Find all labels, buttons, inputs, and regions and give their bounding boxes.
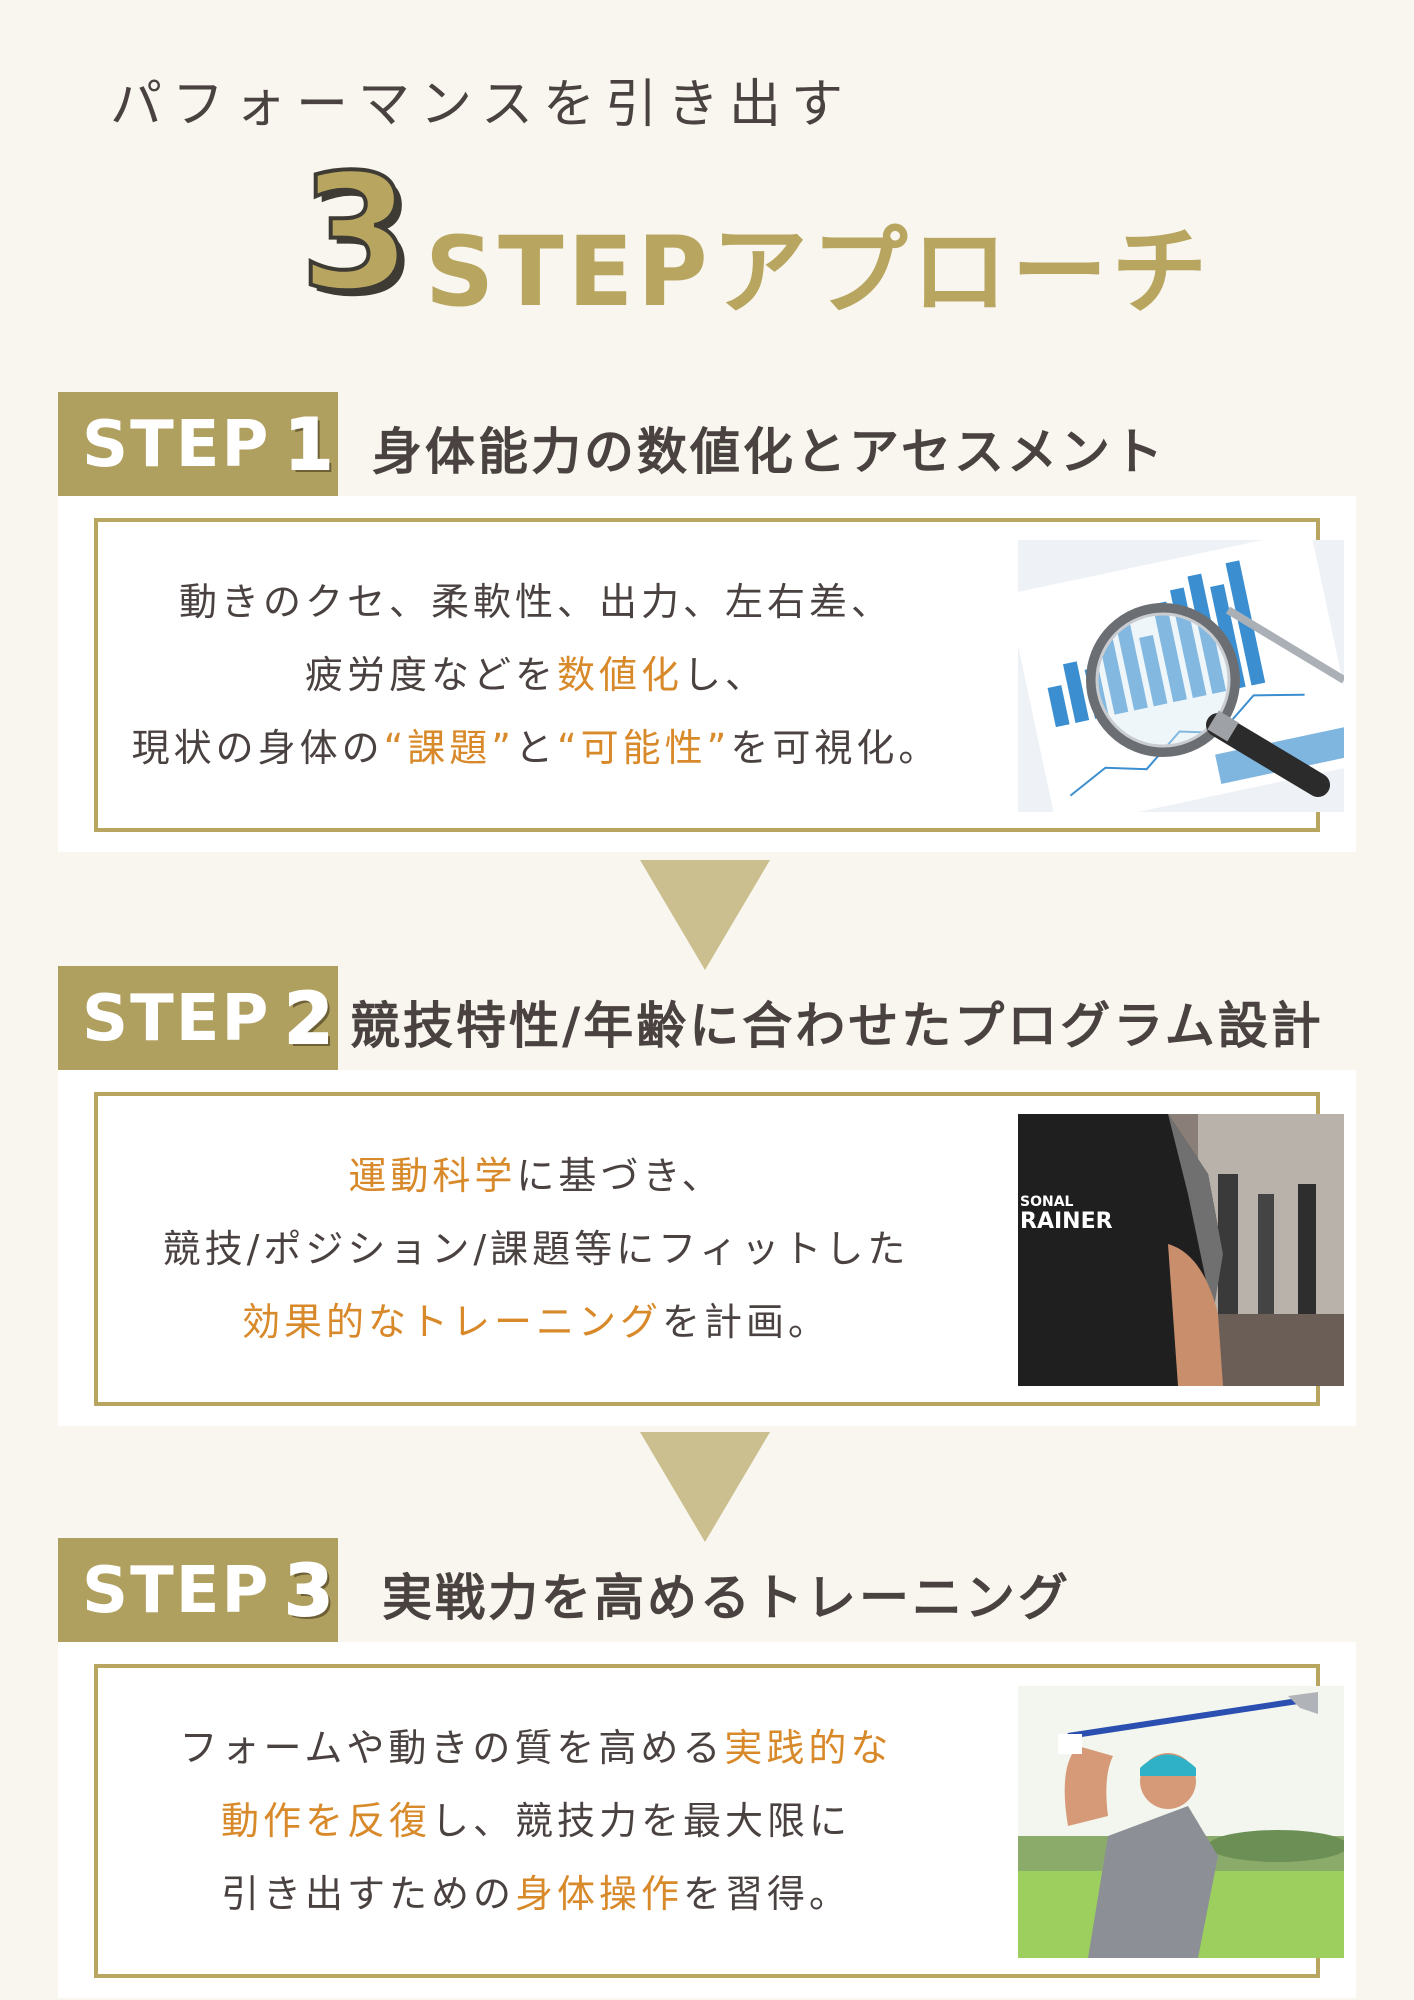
description-line: 競技/ポジション/課題等にフィットした	[163, 1213, 910, 1286]
highlighted-text: “課題”	[383, 725, 515, 770]
step-heading-1: 身体能力の数値化とアセスメント	[372, 423, 1166, 481]
step-badge-1: STEP 1	[58, 392, 338, 498]
description-text: 現状の身体の	[131, 725, 384, 770]
panel-frame: 運動科学に基づき、競技/ポジション/課題等にフィットした効果的なトレーニングを計…	[94, 1092, 1344, 1406]
description-line: 運動科学に基づき、	[348, 1140, 723, 1213]
highlighted-text: “可能性”	[557, 725, 731, 770]
step-panel-3: フォームや動きの質を高める実践的な動作を反復し、競技力を最大限に引き出すための身…	[58, 1642, 1356, 1998]
description-text: と	[514, 725, 557, 770]
description-text: し、競技力を最大限に	[431, 1798, 852, 1843]
title-text: STEPアプローチ	[425, 216, 1212, 328]
shirt-text-line-2: RAINER	[1020, 1209, 1113, 1234]
down-arrow-icon	[640, 860, 770, 970]
step-badge-label: STEP	[82, 1554, 271, 1628]
panel-frame: 動きのクセ、柔軟性、出力、左右差、疲労度などを数値化し、現状の身体の“課題”と“…	[94, 518, 1344, 832]
highlighted-text: 数値化	[556, 652, 683, 697]
highlighted-text: 効果的なトレーニング	[241, 1299, 662, 1344]
description-line: 動作を反復し、競技力を最大限に	[221, 1785, 851, 1858]
description-text: を可視化。	[730, 725, 941, 770]
description-text: を習得。	[683, 1871, 852, 1916]
step-badge-number: 1	[283, 403, 336, 487]
description-text: 競技/ポジション/課題等にフィットした	[162, 1226, 910, 1271]
description-text: 疲労度などを	[304, 652, 557, 697]
page-subtitle: パフォーマンスを引き出す	[110, 75, 853, 135]
down-arrow-icon	[640, 1432, 770, 1542]
step-badge-2: STEP 2	[58, 966, 338, 1072]
step-badge-label: STEP	[82, 982, 271, 1056]
step-panel-1: 動きのクセ、柔軟性、出力、左右差、疲労度などを数値化し、現状の身体の“課題”と“…	[58, 496, 1356, 852]
step-heading-3: 実戦力を高めるトレーニング	[382, 1569, 1071, 1627]
step-description-3: フォームや動きの質を高める実践的な動作を反復し、競技力を最大限に引き出すための身…	[116, 1668, 956, 1974]
description-line: 引き出すための身体操作を習得。	[221, 1858, 851, 1931]
photo-personal-trainer: SONAL RAINER	[1018, 1114, 1344, 1386]
highlighted-text: 身体操作	[514, 1871, 683, 1916]
step-description-1: 動きのクセ、柔軟性、出力、左右差、疲労度などを数値化し、現状の身体の“課題”と“…	[116, 522, 956, 828]
description-text: フォームや動きの質を高める	[179, 1725, 725, 1770]
step-badge-label: STEP	[82, 408, 271, 482]
description-text: 動きのクセ、柔軟性、出力、左右差、	[178, 579, 893, 624]
highlighted-text: 実践的な	[724, 1725, 893, 1770]
step-badge-3: STEP 3	[58, 1538, 338, 1644]
highlighted-text: 動作を反復	[220, 1798, 431, 1843]
shirt-text-line-1: SONAL	[1020, 1194, 1074, 1210]
description-text: し、	[683, 652, 768, 697]
description-line: 現状の身体の“課題”と“可能性”を可視化。	[132, 712, 941, 785]
description-text: を計画。	[662, 1299, 831, 1344]
description-text: に基づき、	[516, 1153, 724, 1198]
step-panel-2: 運動科学に基づき、競技/ポジション/課題等にフィットした効果的なトレーニングを計…	[58, 1070, 1356, 1426]
description-line: フォームや動きの質を高める実践的な	[180, 1712, 893, 1785]
step-heading-2: 競技特性/年齢に合わせたプログラム設計	[350, 997, 1324, 1055]
highlighted-text: 運動科学	[348, 1153, 517, 1198]
description-line: 動きのクセ、柔軟性、出力、左右差、	[179, 566, 893, 639]
title-number: 3	[298, 139, 413, 326]
description-line: 効果的なトレーニングを計画。	[242, 1286, 830, 1359]
panel-frame: フォームや動きの質を高める実践的な動作を反復し、競技力を最大限に引き出すための身…	[94, 1664, 1344, 1978]
step-badge-number: 2	[283, 977, 336, 1061]
description-line: 疲労度などを数値化し、	[305, 639, 767, 712]
description-text: 引き出すための	[220, 1871, 515, 1916]
photo-golfer	[1018, 1686, 1344, 1958]
step-badge-number: 3	[283, 1549, 336, 1633]
photo-magnifying-glass-charts	[1018, 540, 1344, 812]
step-description-2: 運動科学に基づき、競技/ポジション/課題等にフィットした効果的なトレーニングを計…	[116, 1096, 956, 1402]
